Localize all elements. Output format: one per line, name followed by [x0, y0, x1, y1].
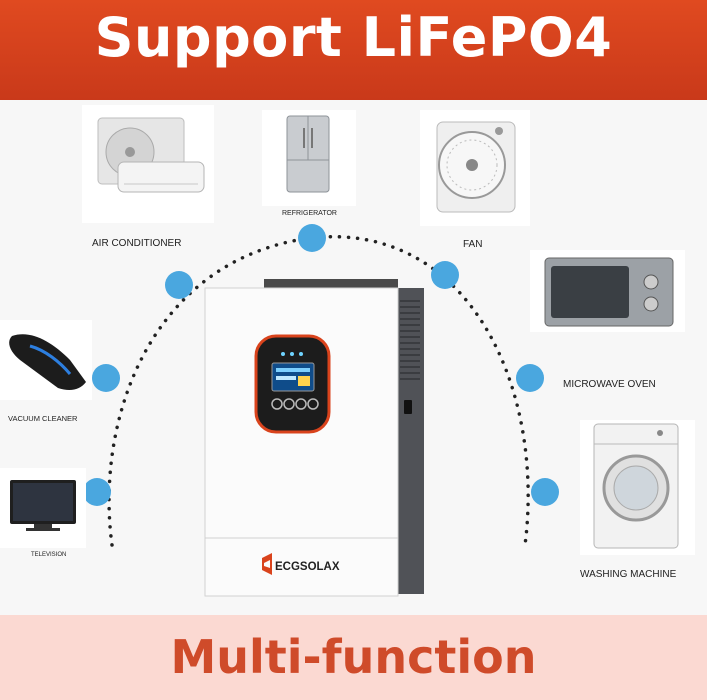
brand-name: ECGSOLAX — [275, 561, 340, 573]
connector-dot — [298, 224, 326, 252]
fan-image — [420, 110, 530, 226]
vacuum-cleaner-image — [0, 320, 92, 400]
footer-title: Multi-function — [170, 630, 537, 684]
refrigerator-image — [262, 110, 356, 206]
panel-button — [307, 398, 319, 410]
label-vacuum-cleaner: VACUUM CLEANER — [8, 414, 78, 423]
panel-button — [271, 398, 283, 410]
inverter-front-panel — [204, 287, 399, 597]
label-microwave-oven: MICROWAVE OVEN — [563, 379, 656, 390]
brand-logo-icon — [262, 553, 272, 575]
label-television: TELEVISION — [31, 552, 66, 558]
dotted-arc — [107, 234, 530, 547]
connector-dot — [431, 261, 459, 289]
connector-dot — [165, 271, 193, 299]
label-refrigerator: REFRIGERATOR — [282, 210, 337, 217]
header-title: Support LiFePO4 — [94, 6, 613, 69]
connector-dots — [83, 224, 559, 506]
label-air-conditioner: AIR CONDITIONER — [92, 238, 181, 249]
panel-button — [283, 398, 295, 410]
header-banner: Support LiFePO4 — [0, 0, 707, 100]
connector-dot — [516, 364, 544, 392]
connector-dot — [531, 478, 559, 506]
connector-dot — [92, 364, 120, 392]
footer-banner: Multi-function — [0, 615, 707, 700]
washing-machine-image — [580, 420, 695, 555]
inverter-side-panel — [398, 288, 424, 594]
connector-dot — [83, 478, 111, 506]
label-washing-machine: WASHING MACHINE — [580, 569, 677, 580]
power-switch — [404, 400, 412, 414]
air-conditioner-image — [82, 105, 214, 223]
television-image — [0, 468, 86, 548]
microwave-oven-image — [530, 250, 685, 332]
label-fan: FAN — [463, 239, 482, 250]
panel-button — [295, 398, 307, 410]
inverter-device: ECGSOLAX — [204, 279, 424, 597]
